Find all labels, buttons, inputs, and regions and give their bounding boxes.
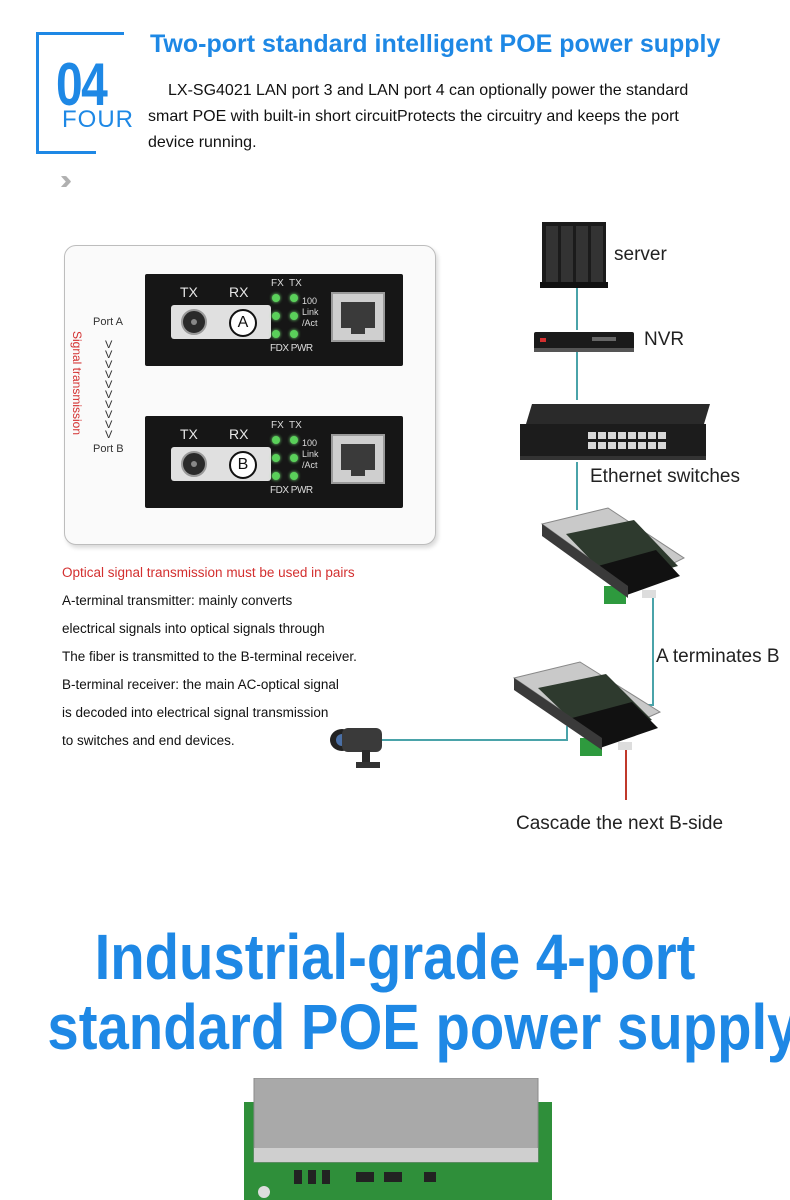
fiber-line bbox=[652, 596, 654, 706]
rj45-port-icon bbox=[331, 292, 385, 342]
port-a-label: Port A bbox=[93, 316, 123, 328]
note-line: A-terminal transmitter: mainly converts bbox=[62, 593, 293, 608]
rj45-port-icon bbox=[331, 434, 385, 484]
port-b-label: Port B bbox=[93, 443, 124, 455]
link-line bbox=[576, 352, 578, 400]
poe-board-icon bbox=[512, 661, 662, 756]
led-icon bbox=[290, 330, 298, 338]
note-warning: Optical signal transmission must be used… bbox=[62, 565, 355, 580]
headline-line1: Industrial-grade 4-port bbox=[94, 921, 696, 993]
headline-line2: standard POE power supply bbox=[47, 991, 790, 1063]
board-photo-icon bbox=[244, 1078, 552, 1200]
led-icon bbox=[290, 454, 298, 462]
optical-port-icon: A bbox=[171, 305, 271, 339]
terminal-letter: B bbox=[229, 451, 257, 479]
poe-board-icon bbox=[540, 507, 685, 604]
section-badge: 04 FOUR bbox=[36, 32, 133, 154]
section-description: LX-SG4021 LAN port 3 and LAN port 4 can … bbox=[148, 82, 689, 151]
terminal-letter: A bbox=[229, 309, 257, 337]
nvr-label: NVR bbox=[644, 329, 685, 350]
nvr-icon bbox=[534, 332, 634, 352]
signal-transmission-label: Signal transmission bbox=[70, 330, 85, 436]
cascade-line bbox=[625, 748, 627, 800]
ethernet-switch-icon bbox=[520, 404, 710, 460]
cascade-label: Cascade the next B-side bbox=[516, 813, 724, 834]
optical-port-icon: B bbox=[171, 447, 271, 481]
led-icon bbox=[290, 436, 298, 444]
led-icon bbox=[272, 294, 280, 302]
led-icon bbox=[290, 312, 298, 320]
badge-number: 04 bbox=[56, 51, 108, 118]
link-line bbox=[576, 462, 578, 510]
led-icon bbox=[290, 294, 298, 302]
note-line: B-terminal receiver: the main AC-optical… bbox=[62, 677, 339, 692]
led-icon bbox=[290, 472, 298, 480]
camera-icon bbox=[330, 728, 382, 768]
notes: Optical signal transmission must be used… bbox=[62, 562, 422, 758]
note-line: The fiber is transmitted to the B-termin… bbox=[62, 649, 357, 664]
led-icon bbox=[272, 312, 280, 320]
badge-word: FOUR bbox=[62, 106, 134, 133]
led-icon bbox=[272, 472, 280, 480]
a-terminates-b-label: A terminates B bbox=[656, 646, 780, 667]
server-label: server bbox=[614, 244, 667, 265]
led-icon bbox=[272, 330, 280, 338]
note-line: to switches and end devices. bbox=[62, 733, 235, 748]
note-line: is decoded into electrical signal transm… bbox=[62, 705, 329, 720]
note-line: electrical signals into optical signals … bbox=[62, 621, 325, 636]
switches-label: Ethernet switches bbox=[590, 466, 740, 487]
section-title: Two-port standard intelligent POE power … bbox=[150, 30, 721, 58]
server-icon bbox=[540, 222, 608, 288]
link-line bbox=[576, 284, 578, 330]
led-icon bbox=[272, 436, 280, 444]
chevrons-right-icon: ››› bbox=[60, 164, 72, 195]
led-icon bbox=[272, 454, 280, 462]
